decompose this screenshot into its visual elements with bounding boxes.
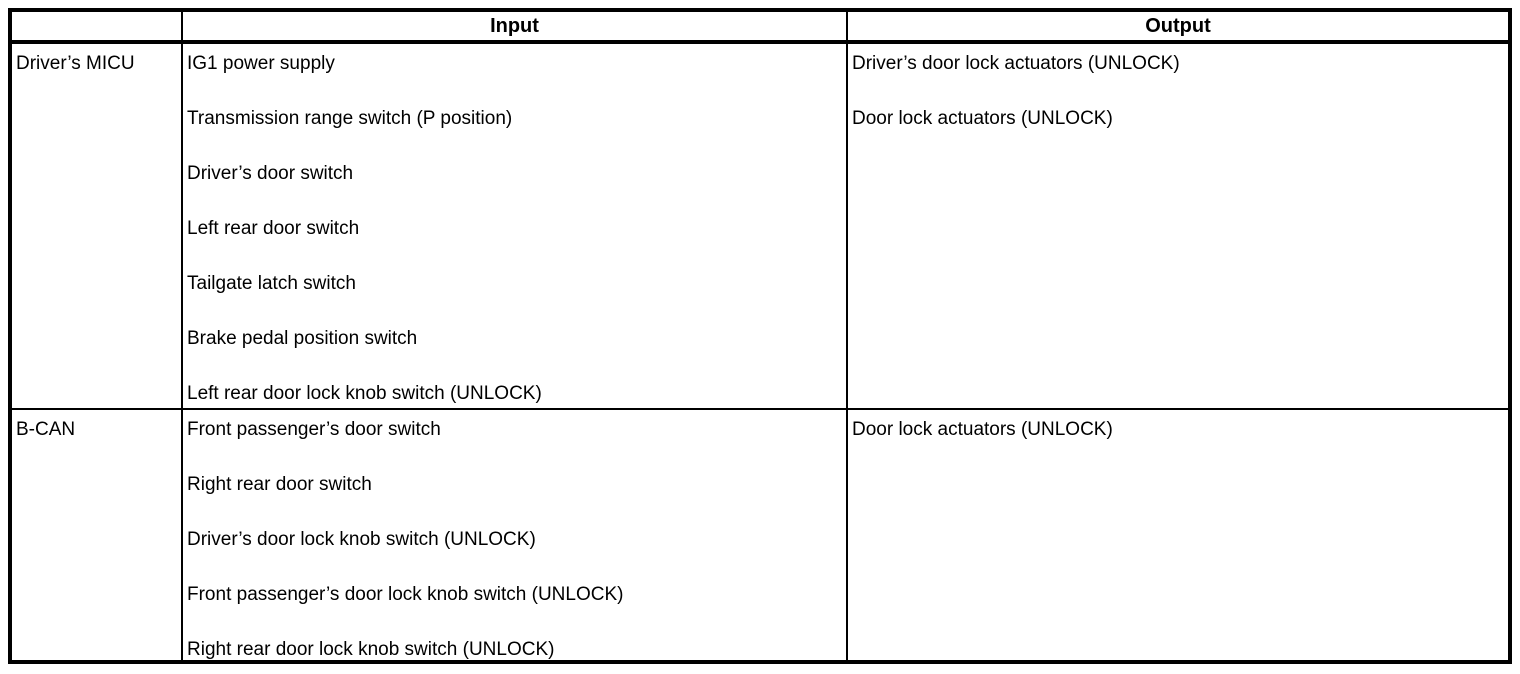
input-output-table: Input Output Driver’s MICU IG1 power sup… — [8, 8, 1512, 664]
input-item: Front passenger’s door switch — [187, 419, 441, 440]
input-item: Front passenger’s door lock knob switch … — [187, 584, 624, 605]
input-item: IG1 power supply — [187, 53, 335, 74]
header-source-cell — [9, 9, 183, 44]
input-item: Transmission range switch (P position) — [187, 108, 513, 129]
source-cell: B-CAN — [9, 408, 183, 663]
source-label: B-CAN — [16, 419, 76, 440]
output-item: Door lock actuators (UNLOCK) — [852, 108, 1113, 129]
input-item: Driver’s door switch — [187, 163, 354, 184]
input-item: Driver’s door lock knob switch (UNLOCK) — [187, 529, 536, 550]
output-item: Driver’s door lock actuators (UNLOCK) — [852, 53, 1180, 74]
output-cell: Driver’s door lock actuators (UNLOCK) Doo… — [846, 41, 1511, 410]
header-output-cell: Output — [846, 9, 1511, 44]
input-item: Left rear door lock knob switch (UNLOCK) — [187, 383, 542, 404]
input-item: Right rear door switch — [187, 474, 372, 495]
header-row: Input Output — [9, 9, 1511, 44]
header-input-cell: Input — [181, 9, 848, 44]
document-page: Input Output Driver’s MICU IG1 power sup… — [0, 8, 1520, 674]
source-label: Driver’s MICU — [16, 53, 135, 74]
output-cell: Door lock actuators (UNLOCK) — [846, 408, 1511, 663]
source-cell: Driver’s MICU — [9, 41, 183, 410]
input-item: Left rear door switch — [187, 218, 360, 239]
output-item: Door lock actuators (UNLOCK) — [852, 419, 1113, 440]
input-item: Right rear door lock knob switch (UNLOCK… — [187, 639, 555, 660]
input-item: Tailgate latch switch — [187, 273, 356, 294]
input-item: Brake pedal position switch — [187, 328, 418, 349]
